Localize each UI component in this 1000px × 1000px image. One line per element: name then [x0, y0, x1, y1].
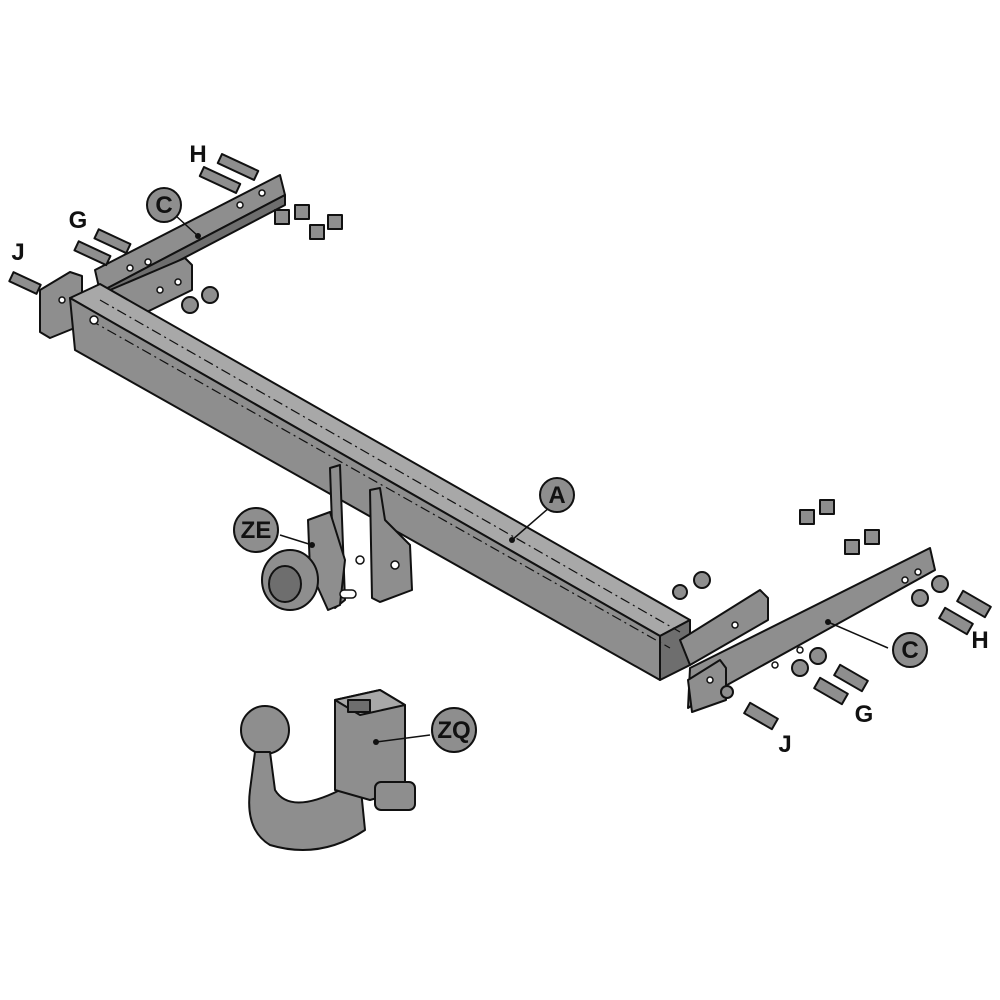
label-text: C — [901, 637, 918, 664]
label-H-left: H — [189, 141, 206, 168]
label-G-left: G — [69, 207, 88, 234]
label-H-right: H — [971, 627, 988, 654]
leader-lines — [174, 214, 889, 745]
label-text: A — [548, 482, 565, 509]
label-G-right: G — [855, 701, 874, 728]
label-J-left: J — [11, 239, 24, 266]
label-text: C — [155, 192, 172, 219]
label-ZE: ZE — [233, 507, 279, 553]
label-text: ZQ — [437, 717, 470, 744]
right-bolts — [672, 499, 992, 731]
label-C-left: C — [146, 187, 182, 223]
label-J-right: J — [778, 731, 791, 758]
detachable-tow-ball — [240, 689, 416, 851]
label-A: A — [539, 477, 575, 513]
main-crossbar — [69, 283, 691, 681]
left-bolts — [8, 153, 343, 314]
right-mounting-plate — [679, 547, 936, 713]
label-C-right: C — [892, 632, 928, 668]
label-text: ZE — [241, 517, 272, 544]
socket-bracket — [261, 464, 413, 611]
label-ZQ: ZQ — [431, 707, 477, 753]
